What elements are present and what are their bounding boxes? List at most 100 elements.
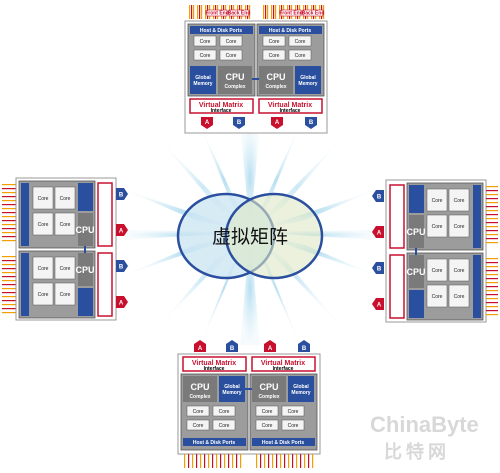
host-disk-ports-label: Host & Disk Ports: [262, 440, 304, 446]
memory-label: Memory: [298, 81, 317, 87]
core-label: Core: [38, 266, 49, 272]
cpu-label: CPU: [259, 382, 278, 392]
virtual-matrix-label: Virtual Matrix: [261, 360, 305, 367]
front-end-label: Front End: [205, 11, 229, 17]
port-a-icon: [116, 296, 128, 308]
port-b-icon: [372, 262, 384, 274]
port-a-icon: [372, 226, 384, 238]
interface-label: Interface: [211, 108, 232, 114]
complex-label: Complex: [265, 84, 286, 90]
port-b-label: B: [230, 346, 235, 352]
port-a-icon: [194, 340, 206, 352]
global-label: Global: [293, 384, 309, 390]
port-a-icon: [264, 340, 276, 352]
core-label: Core: [60, 266, 71, 272]
core-label: Core: [219, 409, 230, 415]
memory-label: Memory: [193, 81, 212, 87]
complex-label: Complex: [189, 394, 210, 400]
core-label: Core: [454, 268, 465, 274]
port-a-label: A: [119, 229, 124, 235]
interface-label: Interface: [204, 366, 225, 372]
core-label: Core: [38, 196, 49, 202]
front-end-label: Front End: [279, 11, 303, 17]
cpu-label: CPU: [406, 267, 425, 277]
watermark: ChinaByte 比特网: [370, 412, 479, 462]
port-a-icon: [271, 117, 283, 129]
core-label: Core: [269, 39, 280, 45]
port-b-label: B: [119, 193, 124, 199]
port-b-label: B: [302, 346, 307, 352]
port-a-label: A: [275, 120, 280, 126]
core-label: Core: [38, 222, 49, 228]
core-label: Core: [288, 423, 299, 429]
port-b-icon: [226, 340, 238, 352]
port-b-label: B: [377, 195, 382, 201]
module-left: Core Core Core Core CPU Core Core Core C…: [2, 177, 128, 321]
cpu-label: CPU: [75, 225, 94, 235]
port-a-label: A: [119, 301, 124, 307]
cpu-label: CPU: [75, 265, 94, 275]
core-label: Core: [60, 222, 71, 228]
port-a-label: A: [205, 120, 210, 126]
core-label: Core: [200, 39, 211, 45]
interface-label: Interface: [273, 366, 294, 372]
host-disk-ports-label: Host & Disk Ports: [193, 440, 235, 446]
port-b-label: B: [119, 265, 124, 271]
core-label: Core: [193, 409, 204, 415]
port-a-icon: [372, 298, 384, 310]
host-disk-ports-label: Host & Disk Ports: [200, 28, 242, 34]
virtual-matrix-label: Virtual Matrix: [268, 102, 312, 109]
module-top: Front End Back End Front End Back End Ho…: [184, 5, 328, 134]
port-b-icon: [372, 190, 384, 202]
port-a-label: A: [377, 231, 382, 237]
core-label: Core: [226, 53, 237, 59]
virtual-matrix-label: Virtual Matrix: [192, 360, 236, 367]
core-label: Core: [262, 409, 273, 415]
cpu-label: CPU: [266, 72, 285, 82]
port-b-icon: [233, 117, 245, 129]
core-label: Core: [226, 39, 237, 45]
core-label: Core: [262, 423, 273, 429]
core-label: Core: [454, 224, 465, 230]
core-label: Core: [288, 409, 299, 415]
port-a-icon: [116, 224, 128, 236]
module-bottom: A B A B Virtual Matrix Interface Virtual…: [177, 340, 321, 468]
virtual-matrix-label: Virtual Matrix: [199, 102, 243, 109]
port-b-icon: [298, 340, 310, 352]
core-label: Core: [454, 294, 465, 300]
global-label: Global: [300, 75, 316, 81]
memory-label: Memory: [222, 390, 241, 396]
module-right: B A B A CPU Core Core Core Core CPU Core…: [372, 179, 498, 323]
center-label: 虚拟矩阵: [212, 226, 288, 248]
core-label: Core: [432, 224, 443, 230]
back-end-label: Back End: [228, 11, 251, 17]
port-b-label: B: [377, 267, 382, 273]
port-b-icon: [116, 188, 128, 200]
port-a-label: A: [198, 346, 203, 352]
memory-label: Memory: [291, 390, 310, 396]
core-label: Core: [193, 423, 204, 429]
core-label: Core: [432, 198, 443, 204]
core-label: Core: [200, 53, 211, 59]
core-label: Core: [295, 53, 306, 59]
cpu-label: CPU: [225, 72, 244, 82]
host-disk-ports-label: Host & Disk Ports: [269, 28, 311, 34]
port-b-icon: [305, 117, 317, 129]
core-label: Core: [60, 292, 71, 298]
complex-label: Complex: [224, 84, 245, 90]
core-label: Core: [295, 39, 306, 45]
core-label: Core: [60, 196, 71, 202]
core-label: Core: [432, 268, 443, 274]
port-a-icon: [201, 117, 213, 129]
cpu-label: CPU: [406, 227, 425, 237]
port-b-icon: [116, 260, 128, 272]
watermark-sub: 比特网: [384, 441, 450, 462]
back-end-label: Back End: [302, 11, 325, 17]
complex-label: Complex: [258, 394, 279, 400]
watermark-brand: ChinaByte: [370, 412, 479, 437]
core-label: Core: [454, 198, 465, 204]
virtual-matrix-venn: 虚拟矩阵: [176, 192, 324, 280]
port-b-label: B: [237, 120, 242, 126]
